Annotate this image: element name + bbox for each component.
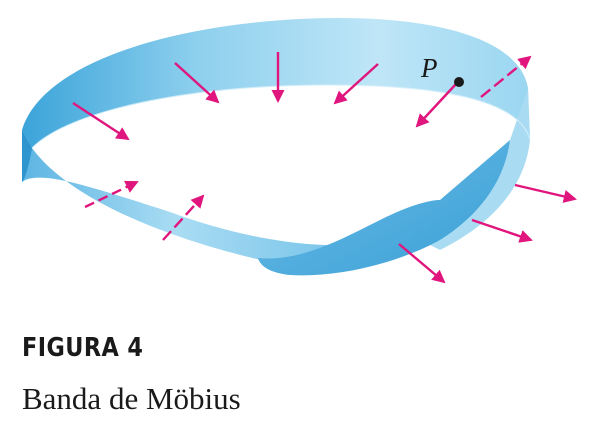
- normal-arrow-10: [471, 218, 533, 243]
- normal-arrow-9: [514, 183, 577, 203]
- normal-arrow-11: [398, 243, 446, 284]
- band-bottom-strip: [22, 130, 330, 264]
- normal-arrow-4: [333, 63, 379, 105]
- figure-number: FIGURA 4: [22, 333, 144, 363]
- figure-caption: Banda de Möbius: [22, 381, 241, 416]
- band-twist: [258, 140, 510, 276]
- mobius-band: [22, 18, 531, 276]
- band-top-strip: [22, 18, 530, 148]
- band-left-edge: [22, 130, 32, 182]
- normal-vectors: [72, 52, 577, 284]
- band-inner-edge: [31, 84, 531, 149]
- point-p-label: P: [420, 53, 438, 83]
- normal-arrow-5: [415, 83, 457, 128]
- normal-arrow-7: [84, 180, 139, 209]
- band-right-end: [420, 88, 530, 250]
- mobius-band-figure: P: [22, 18, 577, 284]
- point-p-marker: [454, 77, 464, 87]
- normal-arrow-1: [72, 101, 130, 141]
- normal-arrow-2: [174, 62, 220, 104]
- normal-arrow-6: [480, 55, 532, 98]
- normal-arrow-8: [162, 194, 205, 241]
